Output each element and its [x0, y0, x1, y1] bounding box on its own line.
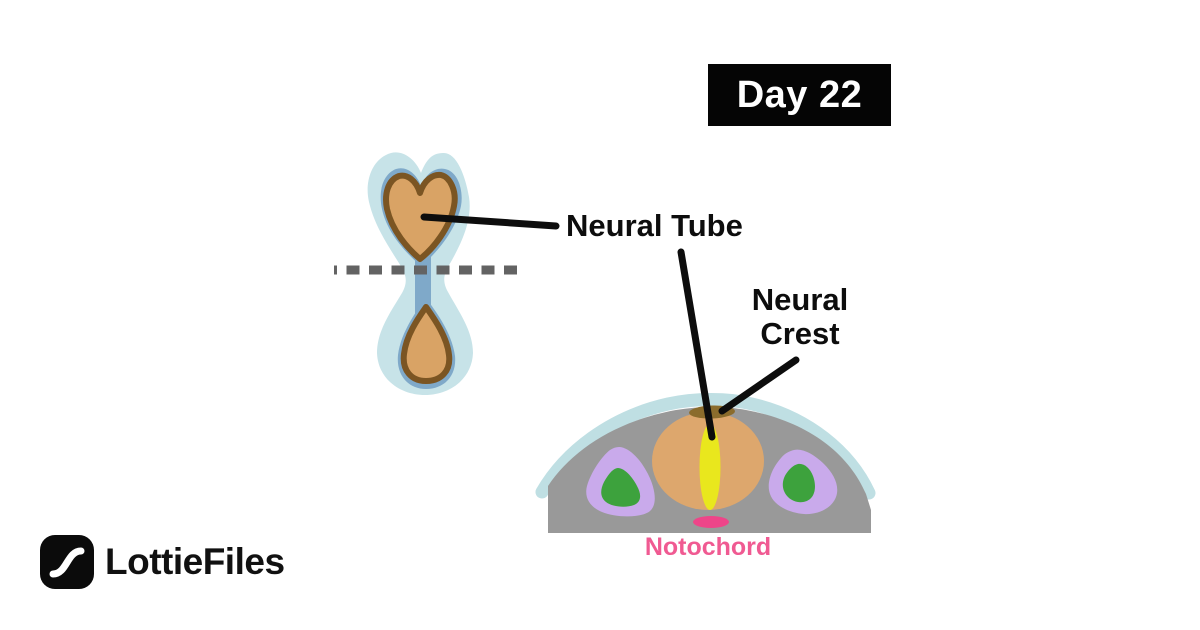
cross-section-figure: [535, 393, 876, 533]
somite-right-green: [782, 463, 815, 503]
neural-crest-label: Neural Crest: [751, 282, 849, 351]
pointer-lines: [420, 213, 800, 441]
ectoderm-band: [535, 393, 876, 500]
lottiefiles-mark-icon: [40, 535, 94, 589]
notochord-label: Notochord: [644, 533, 772, 561]
neural-tube-label: Neural Tube: [566, 208, 743, 243]
lottie-curve-icon: [49, 547, 85, 578]
pointer-neural-crest: [718, 356, 800, 415]
pointer-neural-tube-dorsal: [420, 213, 560, 230]
dorsal-view-figure: [334, 152, 520, 395]
neural-canal-lumen: [699, 424, 721, 510]
day-badge: Day 22: [708, 64, 891, 126]
pointer-neural-tube-section: [677, 248, 716, 441]
notochord-dot: [693, 516, 729, 528]
day-badge-label: Day 22: [736, 73, 863, 116]
posterior-neuropore-teardrop: [400, 304, 453, 384]
lottiefiles-wordmark: LottieFiles: [105, 541, 285, 582]
lottiefiles-logo: LottieFiles: [40, 535, 285, 589]
anterior-neuropore-heart: [383, 171, 458, 262]
somite-left-green: [601, 468, 641, 507]
